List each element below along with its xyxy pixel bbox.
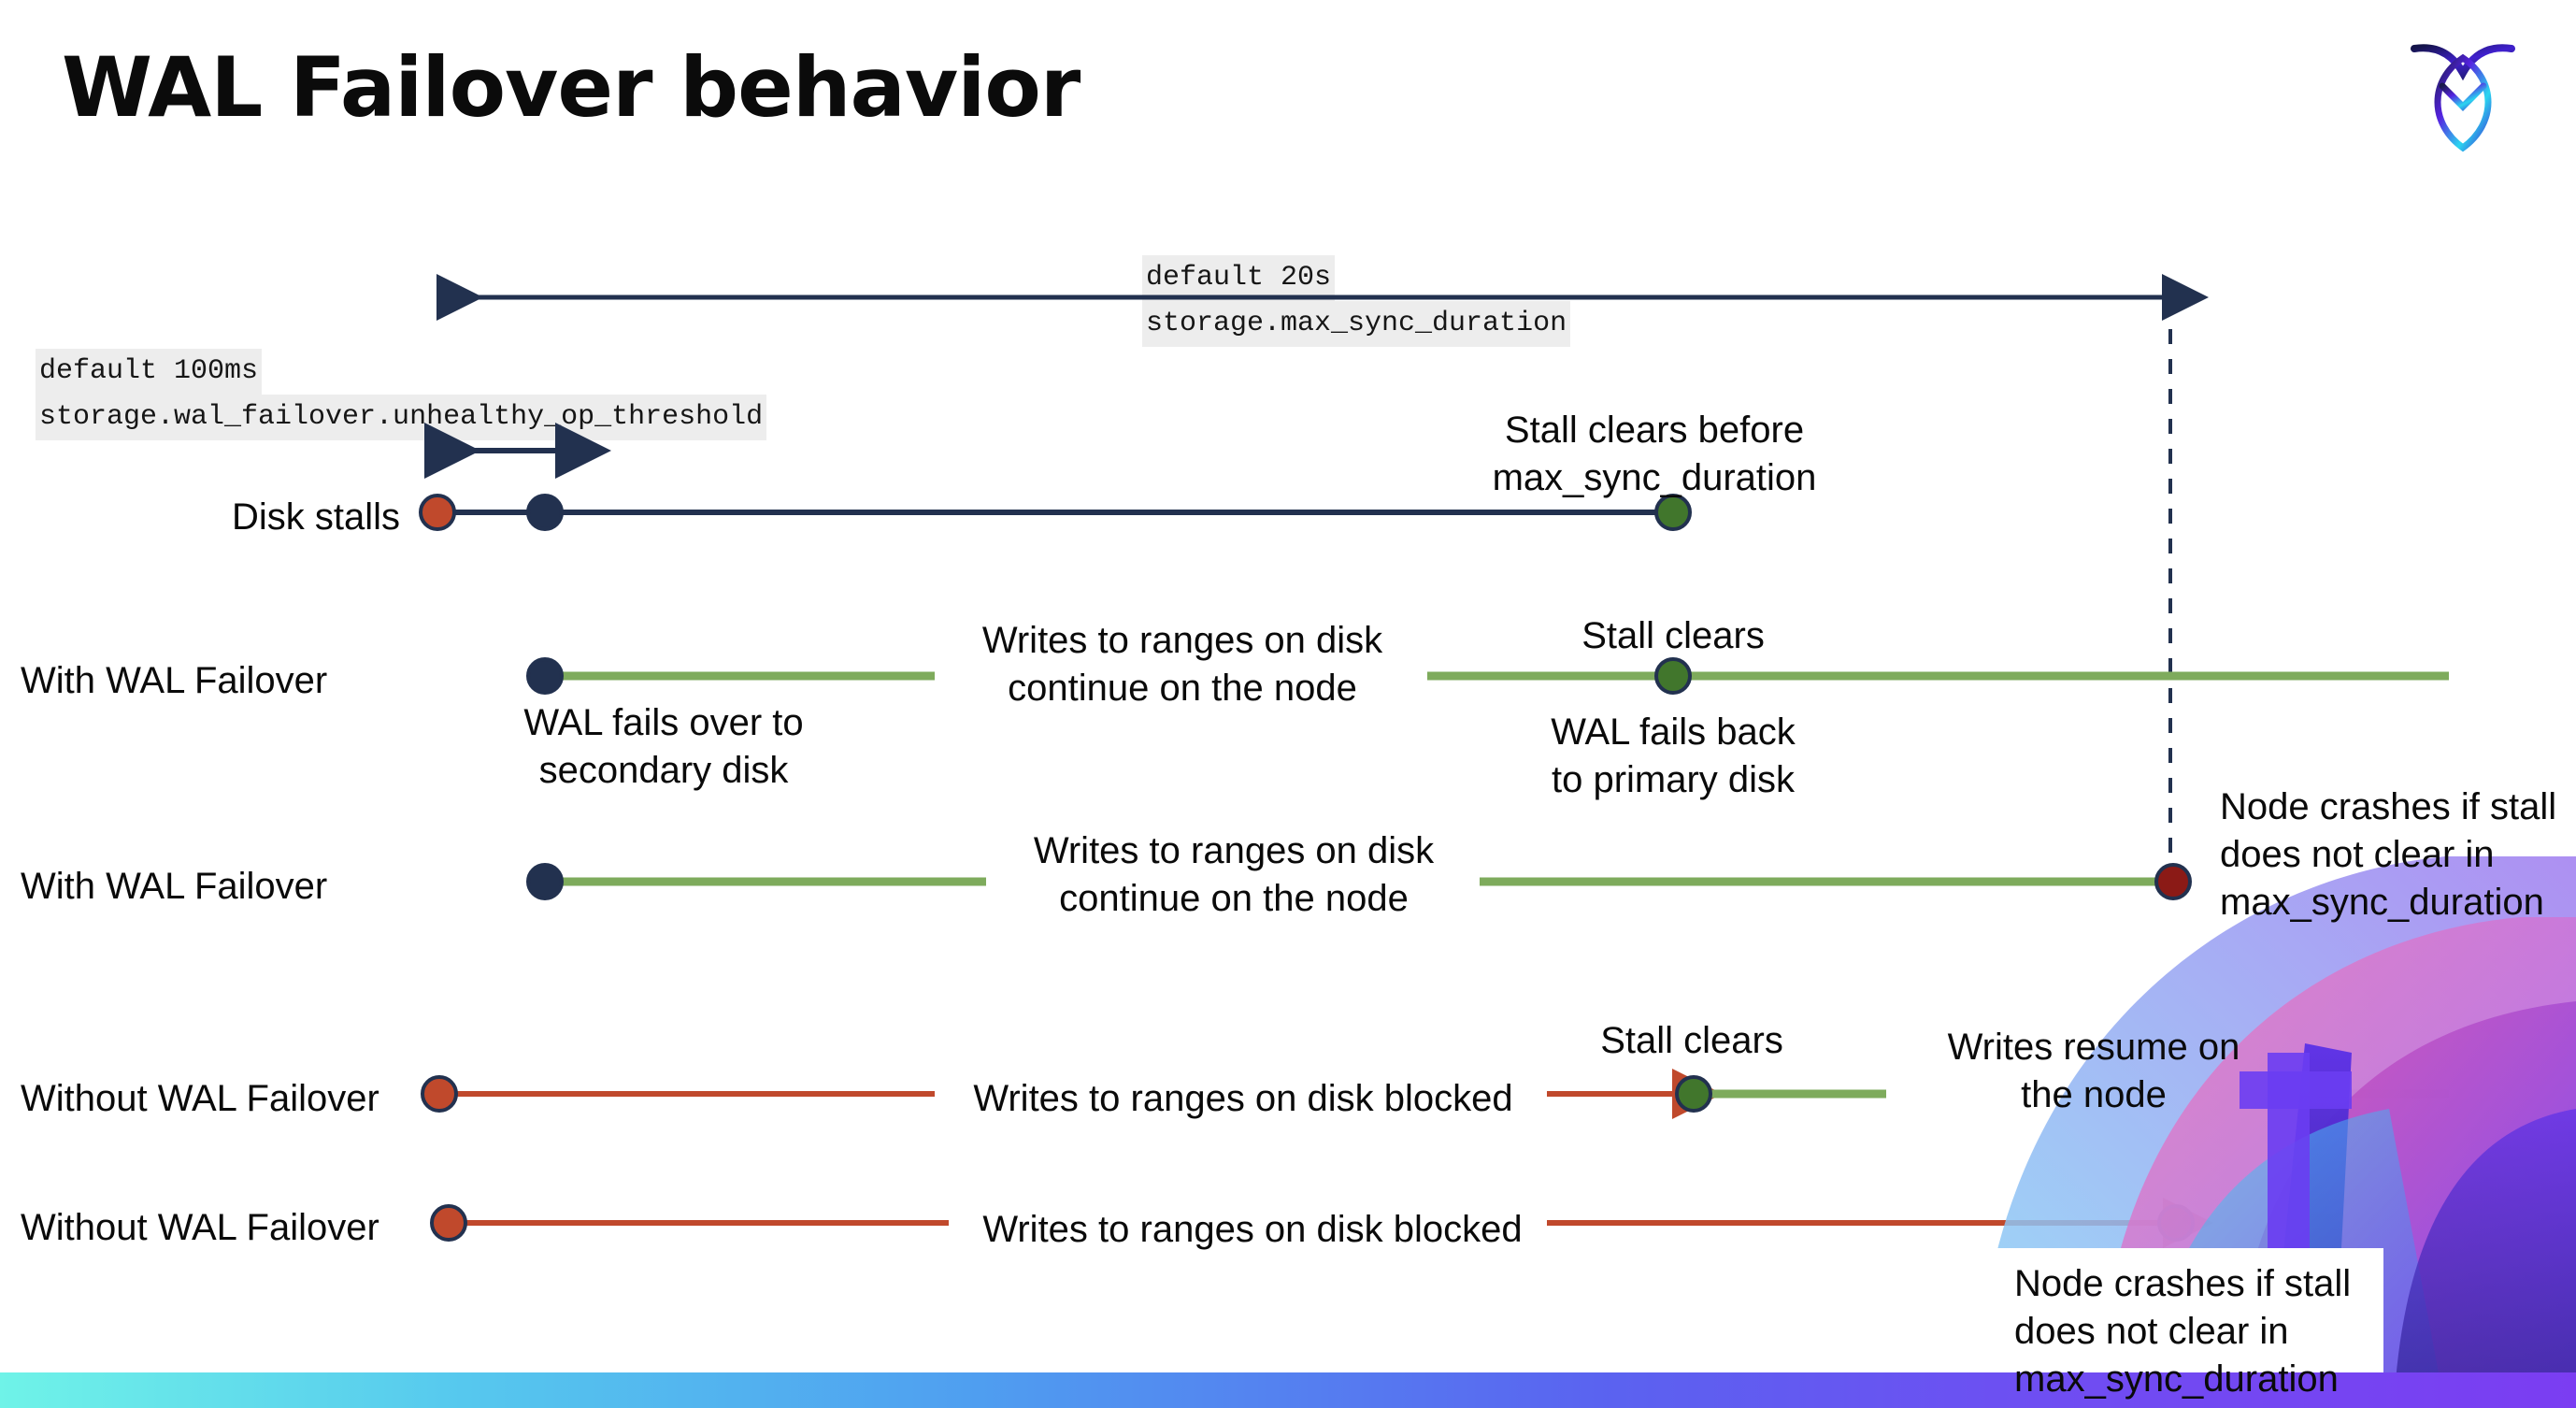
callout-unhealthy-default: default 100ms <box>36 349 263 395</box>
marker-node-crash-row3 <box>2154 863 2192 900</box>
marker-wal-fails-over <box>526 657 564 695</box>
marker-failover-trigger <box>526 494 564 531</box>
annotation-writes-continue-row2: Writes to ranges on disk continue on the… <box>935 617 1430 712</box>
row-with-wal-failover-crash-track <box>526 863 2192 900</box>
marker-stall-clears <box>1654 494 1692 531</box>
annotation-stall-clears-row4: Stall clears <box>1533 1017 1851 1065</box>
callout-unhealthy-setting: storage.wal_failover.unhealthy_op_thresh… <box>36 395 767 440</box>
callout-unhealthy-op-threshold: default 100ms storage.wal_failover.unhea… <box>36 349 767 440</box>
annotation-line-1: WAL fails over to <box>523 702 804 743</box>
annotation-line-2: does not clear in <box>2014 1311 2289 1353</box>
annotation-node-crashes-row3: Node crashes if stall does not clear in … <box>2220 783 2576 927</box>
row-label-without-wal-failover-1: Without WAL Failover <box>21 1078 379 1119</box>
annotation-line-1: WAL fails back <box>1551 711 1796 753</box>
annotation-writes-resume: Writes resume on the node <box>1897 1024 2290 1119</box>
annotation-node-crashes-row5: Node crashes if stall does not clear in … <box>2014 1260 2388 1404</box>
annotation-line-1: Stall clears <box>1600 1020 1783 1061</box>
marker-stall-start-row5 <box>430 1204 467 1242</box>
annotation-line-1: Node crashes if stall <box>2014 1263 2352 1304</box>
row-label-with-wal-failover-2: With WAL Failover <box>21 866 328 907</box>
cockroachdb-logo <box>2407 28 2519 154</box>
annotation-line-2: secondary disk <box>538 750 789 792</box>
annotation-line-1: Writes to ranges on disk <box>981 620 1383 661</box>
marker-stall-start <box>419 494 456 531</box>
annotation-line-2: the node <box>2021 1074 2167 1116</box>
annotation-stall-clears-row2: Stall clears <box>1514 612 1832 660</box>
annotation-writes-blocked-row4: Writes to ranges on disk blocked <box>935 1075 1552 1123</box>
row-label-without-wal-failover-2: Without WAL Failover <box>21 1207 379 1248</box>
annotation-line-1: Writes to ranges on disk blocked <box>973 1078 1513 1119</box>
row-label-with-wal-failover-1: With WAL Failover <box>21 660 328 701</box>
annotation-line-1: Writes to ranges on disk <box>1033 830 1435 871</box>
row-label-disk-stalls: Disk stalls <box>231 496 400 538</box>
annotation-line-1: Stall clears <box>1581 615 1765 656</box>
annotation-line-2: max_sync_duration <box>1492 457 1817 499</box>
annotation-line-1: Node crashes if stall <box>2220 786 2557 827</box>
row-with-wal-failover-clears-track <box>526 657 2449 695</box>
row-disk-stalls-track <box>419 494 1692 531</box>
marker-stall-start-row4 <box>421 1075 458 1113</box>
annotation-line-3: max_sync_duration <box>2220 882 2544 924</box>
annotation-line-1: Stall clears before <box>1504 409 1805 451</box>
annotation-line-3: max_sync_duration <box>2014 1358 2339 1401</box>
marker-stall-clears-row4 <box>1675 1075 1712 1113</box>
annotation-writes-blocked-row5: Writes to ranges on disk blocked <box>944 1206 1561 1254</box>
bottom-accent-bar <box>0 1372 2576 1408</box>
annotation-wal-fails-back: WAL fails back to primary disk <box>1467 709 1879 804</box>
marker-wal-fails-over-row3 <box>526 863 564 900</box>
annotation-writes-continue-row3: Writes to ranges on disk continue on the… <box>986 827 1481 923</box>
annotation-line-2: does not clear in <box>2220 834 2495 876</box>
annotation-line-1: Writes resume on <box>1947 1027 2240 1068</box>
page-title: WAL Failover behavior <box>62 39 1080 136</box>
annotation-line-1: Writes to ranges on disk blocked <box>982 1209 1523 1250</box>
annotation-line-2: continue on the node <box>1059 878 1409 920</box>
annotation-line-2: to primary disk <box>1551 759 1796 801</box>
annotation-stall-clears-before: Stall clears before max_sync_duration <box>1458 407 1851 502</box>
marker-stall-clears-row2 <box>1654 657 1692 695</box>
annotation-line-2: continue on the node <box>1008 668 1357 710</box>
annotation-wal-fails-over: WAL fails over to secondary disk <box>430 699 897 795</box>
